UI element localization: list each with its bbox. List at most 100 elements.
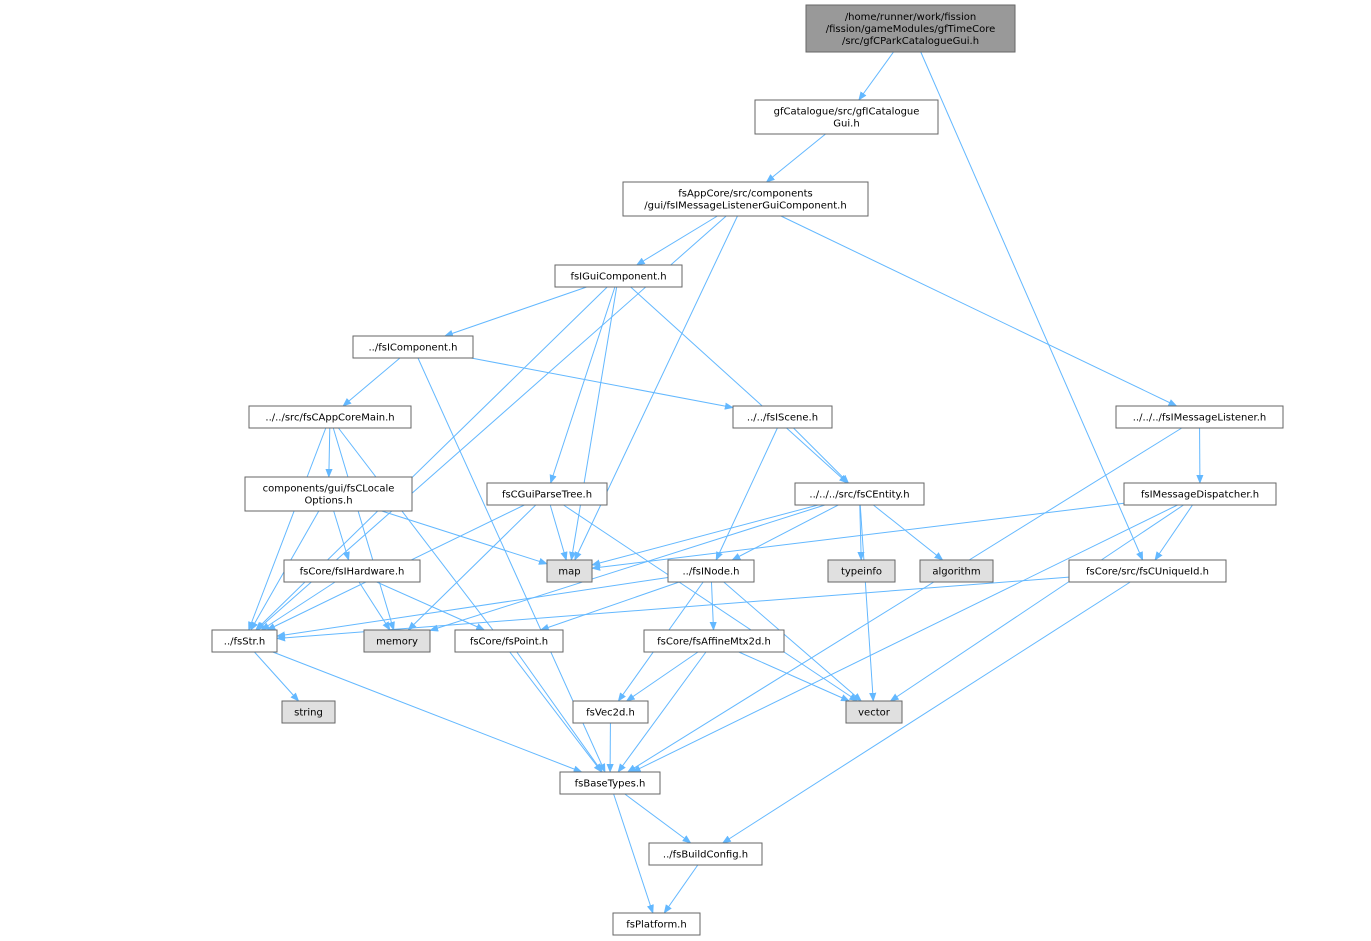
- edge-guicomp-to-parse: [549, 286, 616, 484]
- edge-locale-to-hardware: [333, 510, 350, 561]
- node-label-guicomp-0: fsIGuiComponent.h: [570, 272, 666, 283]
- node-memory: memory: [363, 629, 431, 653]
- node-box-entity: [794, 482, 925, 506]
- node-platform[interactable]: fsPlatform.h: [612, 912, 701, 936]
- node-layer: /home/runner/work/fission/fission/gameMo…: [211, 4, 1284, 936]
- node-hardware[interactable]: fsCore/fsIHardware.h: [283, 559, 421, 583]
- node-box-affine: [643, 629, 785, 653]
- edge-msgdisp-to-uniqueid: [1154, 504, 1193, 561]
- node-label-platform-0: fsPlatform.h: [626, 920, 686, 931]
- node-label-string-0: string: [294, 708, 323, 719]
- edge-entity-to-typeinfo: [857, 504, 865, 561]
- node-label-vec2d-0: fsVec2d.h: [586, 708, 635, 719]
- node-box-typeinfo: [827, 559, 896, 583]
- node-uniqueid[interactable]: fsCore/src/fsCUniqueId.h: [1068, 559, 1227, 583]
- edge-inode-to-fsstr: [276, 576, 669, 639]
- edge-entity-to-memory: [429, 504, 826, 632]
- edge-affine-to-vec2d: [625, 651, 699, 702]
- node-point[interactable]: fsCore/fsPoint.h: [454, 629, 564, 653]
- edge-msgdisp-to-map: [591, 502, 1125, 571]
- node-label-point-0: fsCore/fsPoint.h: [470, 637, 548, 648]
- edge-fsstr-to-string: [254, 651, 300, 702]
- node-buildcfg[interactable]: ../fsBuildConfig.h: [648, 842, 763, 866]
- node-appcore[interactable]: ../../src/fsCAppCoreMain.h: [248, 405, 412, 429]
- edge-entity-to-map: [591, 504, 819, 567]
- edge-hardware-to-memory: [358, 581, 391, 631]
- node-box-point: [454, 629, 564, 653]
- node-msgdisp[interactable]: fsIMessageDispatcher.h: [1123, 482, 1277, 506]
- edge-guicomp-to-map: [569, 286, 618, 561]
- edge-appcore-to-locale: [325, 427, 333, 478]
- node-label-appcore-0: ../../src/fsCAppCoreMain.h: [265, 413, 394, 424]
- node-label-algorithm-0: algorithm: [932, 567, 980, 578]
- edge-gfcat-to-msglgc: [765, 133, 826, 183]
- node-label-inode-0: ../fsINode.h: [682, 567, 739, 578]
- edge-point-to-basetypes: [516, 651, 603, 773]
- node-box-platform: [612, 912, 701, 936]
- node-label-msglist-0: ../../../fsIMessageListener.h: [1133, 413, 1267, 424]
- edge-icomp-to-iscene: [470, 357, 734, 410]
- node-box-map: [546, 559, 593, 583]
- node-map: map: [546, 559, 593, 583]
- node-label-gfcat-1: Gui.h: [833, 119, 859, 130]
- node-label-typeinfo-0: typeinfo: [841, 567, 882, 578]
- edge-root-to-uniqueid: [920, 51, 1144, 561]
- node-box-memory: [363, 629, 431, 653]
- edge-parse-to-map: [549, 504, 568, 561]
- node-label-msglgc-0: fsAppCore/src/components: [678, 189, 813, 200]
- node-vec2d[interactable]: fsVec2d.h: [572, 700, 649, 724]
- node-root: /home/runner/work/fission/fission/gameMo…: [805, 4, 1016, 53]
- node-label-gfcat-0: gfCatalogue/src/gfICatalogue: [774, 107, 920, 118]
- node-label-locale-0: components/gui/fsCLocale: [263, 484, 395, 495]
- node-label-map-0: map: [558, 567, 580, 578]
- edge-locale-to-map: [381, 510, 548, 565]
- edge-fsstr-to-basetypes: [272, 651, 583, 773]
- node-box-parse: [486, 482, 608, 506]
- edge-layer: [248, 51, 1204, 914]
- node-inode[interactable]: ../fsINode.h: [667, 559, 755, 583]
- node-msglist[interactable]: ../../../fsIMessageListener.h: [1115, 405, 1284, 429]
- node-label-msglgc-1: /gui/fsIMessageListenerGuiComponent.h: [644, 201, 846, 212]
- node-label-buildcfg-0: ../fsBuildConfig.h: [663, 850, 748, 861]
- edge-iscene-to-inode: [715, 427, 778, 561]
- node-icomp[interactable]: ../fsIComponent.h: [352, 335, 474, 359]
- node-affine[interactable]: fsCore/fsAffineMtx2d.h: [643, 629, 785, 653]
- node-label-affine-0: fsCore/fsAffineMtx2d.h: [657, 637, 771, 648]
- node-msglgc[interactable]: fsAppCore/src/components/gui/fsIMessageL…: [622, 181, 869, 217]
- edge-guicomp-to-icomp: [443, 286, 587, 337]
- node-fsstr[interactable]: ../fsStr.h: [211, 629, 278, 653]
- edge-msglist-to-basetypes: [626, 427, 1183, 773]
- edge-inode-to-point: [539, 581, 680, 631]
- node-box-fsstr: [211, 629, 278, 653]
- node-basetypes[interactable]: fsBaseTypes.h: [559, 771, 661, 795]
- edge-affine-to-basetypes: [617, 651, 707, 773]
- edge-msgdisp-to-basetypes: [631, 504, 1178, 773]
- edge-icomp-to-appcore: [342, 357, 401, 407]
- node-guicomp[interactable]: fsIGuiComponent.h: [554, 264, 683, 288]
- node-box-msgdisp: [1123, 482, 1277, 506]
- edge-uniqueid-to-fsstr: [276, 576, 1070, 642]
- node-entity[interactable]: ../../../src/fsCEntity.h: [794, 482, 925, 506]
- node-label-root-1: /fission/gameModules/gfTimeCore: [826, 24, 996, 35]
- node-label-parse-0: fsCGuiParseTree.h: [502, 490, 592, 501]
- node-vector: vector: [845, 700, 903, 724]
- node-box-string: [281, 700, 336, 724]
- node-box-iscene: [732, 405, 833, 429]
- node-box-vec2d: [572, 700, 649, 724]
- node-iscene[interactable]: ../../fsIScene.h: [732, 405, 833, 429]
- edge-hardware-to-fsstr: [260, 581, 336, 631]
- edge-inode-to-affine: [709, 581, 717, 631]
- node-box-locale: [244, 476, 413, 512]
- node-box-hardware: [283, 559, 421, 583]
- edge-entity-to-vector: [859, 504, 877, 702]
- node-parse[interactable]: fsCGuiParseTree.h: [486, 482, 608, 506]
- edge-appcore-to-basetypes: [338, 427, 603, 773]
- node-box-buildcfg: [648, 842, 763, 866]
- node-typeinfo: typeinfo: [827, 559, 896, 583]
- edge-appcore-to-memory: [332, 427, 395, 631]
- edge-hardware-to-point: [376, 581, 486, 631]
- node-label-icomp-0: ../fsIComponent.h: [369, 343, 458, 354]
